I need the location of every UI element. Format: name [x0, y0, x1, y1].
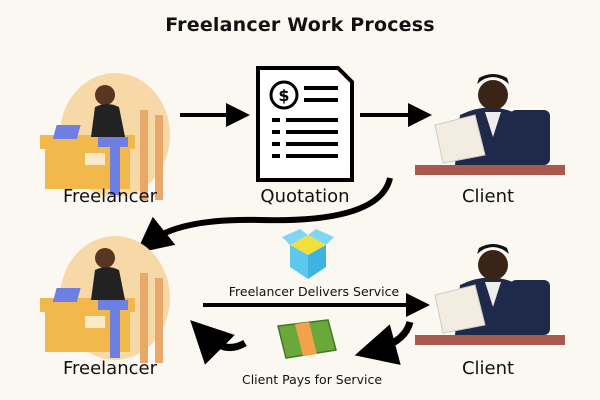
- freelancer-label-2: Freelancer: [62, 358, 157, 379]
- curved-arrow-to-freelancer-2: [190, 320, 247, 365]
- curved-arrow-payment: [354, 320, 414, 365]
- freelancer-label: Freelancer: [62, 186, 157, 207]
- curved-arrow-to-freelancer: [135, 177, 393, 254]
- svg-text:$: $: [278, 86, 289, 105]
- client-illustration-2: [414, 243, 566, 346]
- freelancer-illustration-2: [40, 236, 170, 363]
- page-title: Freelancer Work Process: [165, 14, 435, 36]
- pay-service-label: Client Pays for Service: [241, 372, 383, 387]
- quotation-label: Quotation: [260, 186, 350, 207]
- quotation-document-icon: $: [256, 66, 354, 182]
- client-label-2: Client: [461, 358, 515, 379]
- client-label: Client: [461, 186, 515, 207]
- client-illustration: [414, 73, 566, 176]
- deliver-service-label: Freelancer Delivers Service: [228, 284, 400, 299]
- box-icon: [282, 229, 334, 279]
- freelancer-illustration: [40, 73, 170, 200]
- money-icon: [277, 319, 337, 359]
